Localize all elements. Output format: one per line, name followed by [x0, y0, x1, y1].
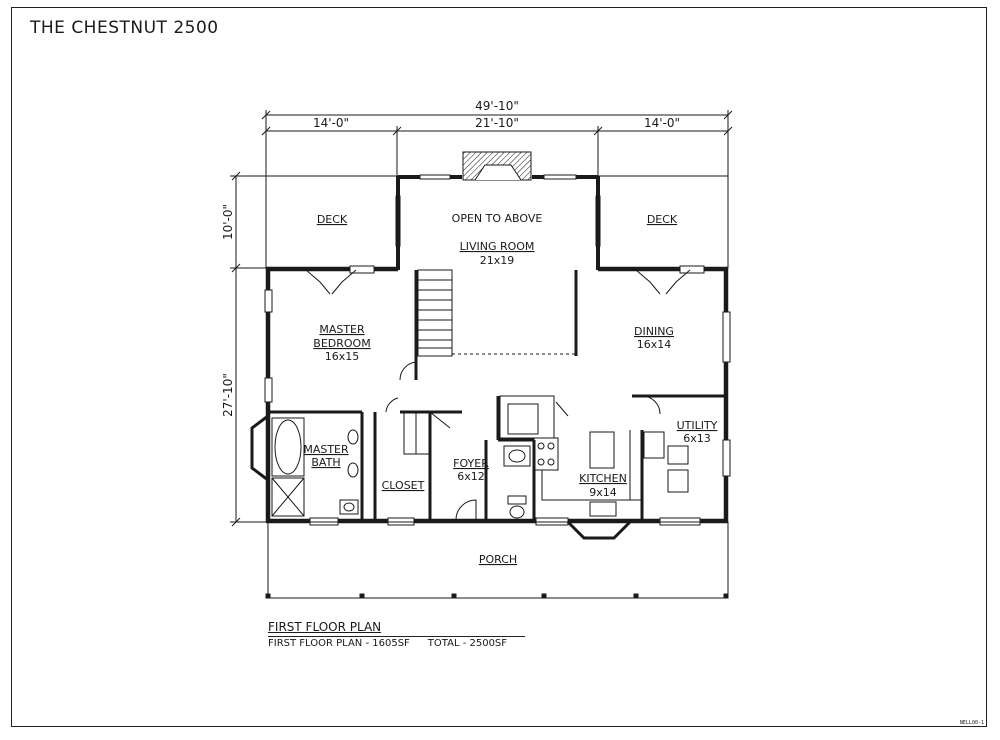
- closet-label: CLOSET: [382, 479, 425, 492]
- open-to-above-label: OPEN TO ABOVE: [452, 212, 543, 225]
- center-width-dim: 21'-10": [475, 116, 519, 130]
- plan-total: TOTAL - 2500SF: [427, 638, 508, 649]
- plan-area: FIRST FLOOR PLAN - 1605SF: [268, 638, 410, 649]
- kitchen-label: KITCHEN: [579, 472, 627, 485]
- deck-right-label: DECK: [647, 213, 678, 226]
- living-room-label: LIVING ROOM: [460, 240, 535, 253]
- living-room-windows: [395, 174, 601, 247]
- kitchen-size: 9x14: [589, 486, 617, 499]
- sheet-stamp: NELL00-1: [959, 720, 984, 726]
- interior-walls: [270, 270, 724, 521]
- powder-room-fixtures: [503, 445, 531, 519]
- deck-depth-dim: 10'-0": [221, 204, 235, 240]
- master-bath-label-2: BATH: [311, 456, 340, 469]
- master-bedroom-size: 16x15: [325, 350, 360, 363]
- dimension-lines: [230, 110, 733, 527]
- porch-outline: [265, 521, 729, 599]
- deck-left-label: DECK: [317, 213, 348, 226]
- plan-title: FIRST FLOOR PLAN: [268, 620, 382, 634]
- overall-width-dim: 49'-10": [475, 99, 519, 113]
- utility-label: UTILITY: [677, 419, 718, 432]
- living-room-walls: [396, 175, 600, 270]
- stairs: [417, 269, 453, 357]
- foyer-label: FOYER: [453, 457, 489, 470]
- dining-label: DINING: [634, 325, 674, 338]
- master-bedroom-label-2: BEDROOM: [313, 337, 370, 350]
- foyer-size: 6x12: [457, 470, 485, 483]
- porch-label: PORCH: [479, 553, 517, 566]
- fireplace: [462, 151, 532, 181]
- deck-doors: [305, 269, 691, 295]
- master-bedroom-label-1: MASTER: [319, 323, 365, 336]
- dining-size: 16x14: [637, 338, 672, 351]
- master-bath-label-1: MASTER: [303, 443, 349, 456]
- sheet-border: [11, 7, 987, 727]
- living-room-size: 21x19: [480, 254, 515, 267]
- plan-name-title: THE CHESTNUT 2500: [30, 18, 219, 38]
- open-lines: [452, 276, 577, 355]
- kitchen-fixtures: [499, 395, 689, 540]
- right-width-dim: 14'-0": [644, 116, 680, 130]
- door-swings: [385, 361, 661, 522]
- bath-fixtures: [250, 411, 431, 517]
- plan-area-summary: FIRST FLOOR PLAN - 1605SF TOTAL - 2500SF: [268, 636, 526, 649]
- house-depth-dim: 27'-10": [221, 373, 235, 417]
- utility-size: 6x13: [683, 432, 711, 445]
- left-width-dim: 14'-0": [313, 116, 349, 130]
